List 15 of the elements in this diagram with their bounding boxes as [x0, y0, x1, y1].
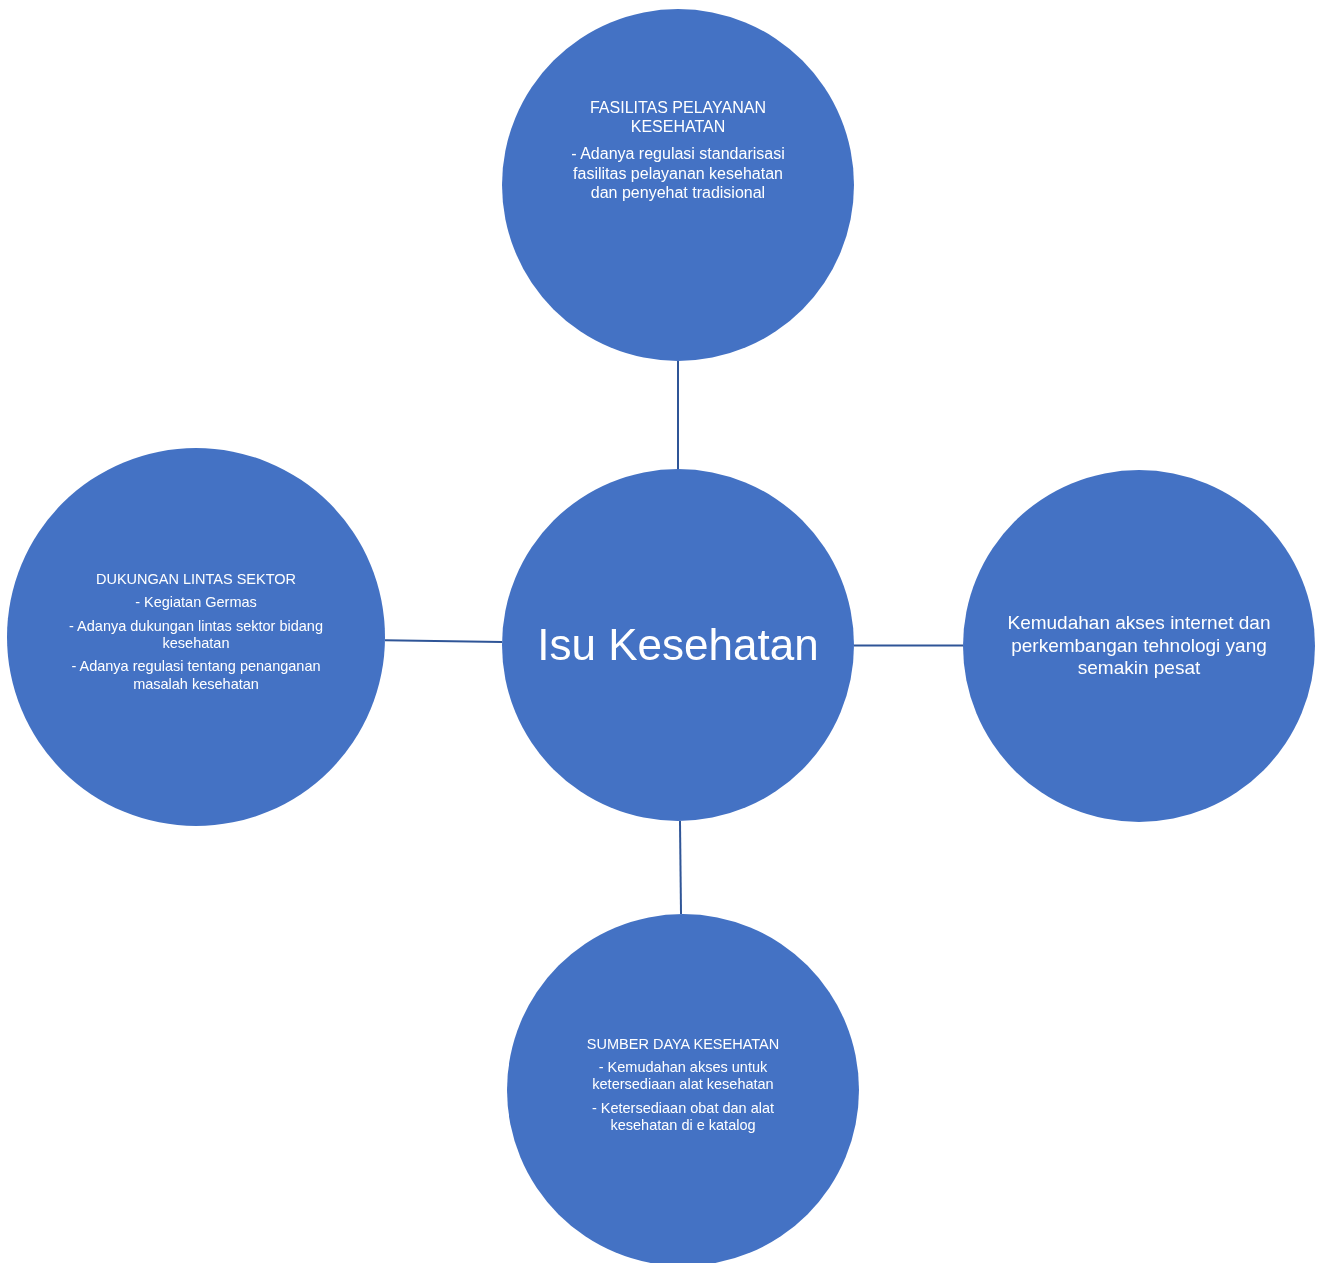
- node-text: - Adanya dukungan lintas sektor bidang kesehatan: [68, 617, 324, 653]
- node-text: Kemudahan akses internet dan perkembangan tehnologi yang semakin pesat: [1006, 611, 1272, 681]
- node-text: - Kegiatan Germas: [134, 594, 258, 612]
- node-heading: DUKUNGAN LINTAS SEKTOR: [94, 570, 298, 589]
- connector-line: [853, 644, 964, 647]
- connector-line: [677, 360, 679, 470]
- node-text: - Adanya regulasi standarisasi fasilitas pelayanan kesehatan dan penyehat tradisional: [570, 144, 786, 202]
- node-heading: SUMBER DAYA KESEHATAN: [585, 1035, 781, 1053]
- node-text: - Kemudahan akses untuk ketersediaan alat kesehatan: [591, 1058, 775, 1094]
- node-text: - Adanya regulasi tentang penanganan masalah kesehatan: [70, 658, 322, 694]
- connector-line: [383, 639, 503, 644]
- node-text: - Ketersediaan obat dan alat kesehatan di e katalog: [590, 1099, 776, 1135]
- node-heading: FASILITAS PELAYANAN KESEHATAN: [588, 98, 768, 137]
- node-text: Isu Kesehatan: [536, 618, 820, 671]
- connector-line: [679, 820, 682, 915]
